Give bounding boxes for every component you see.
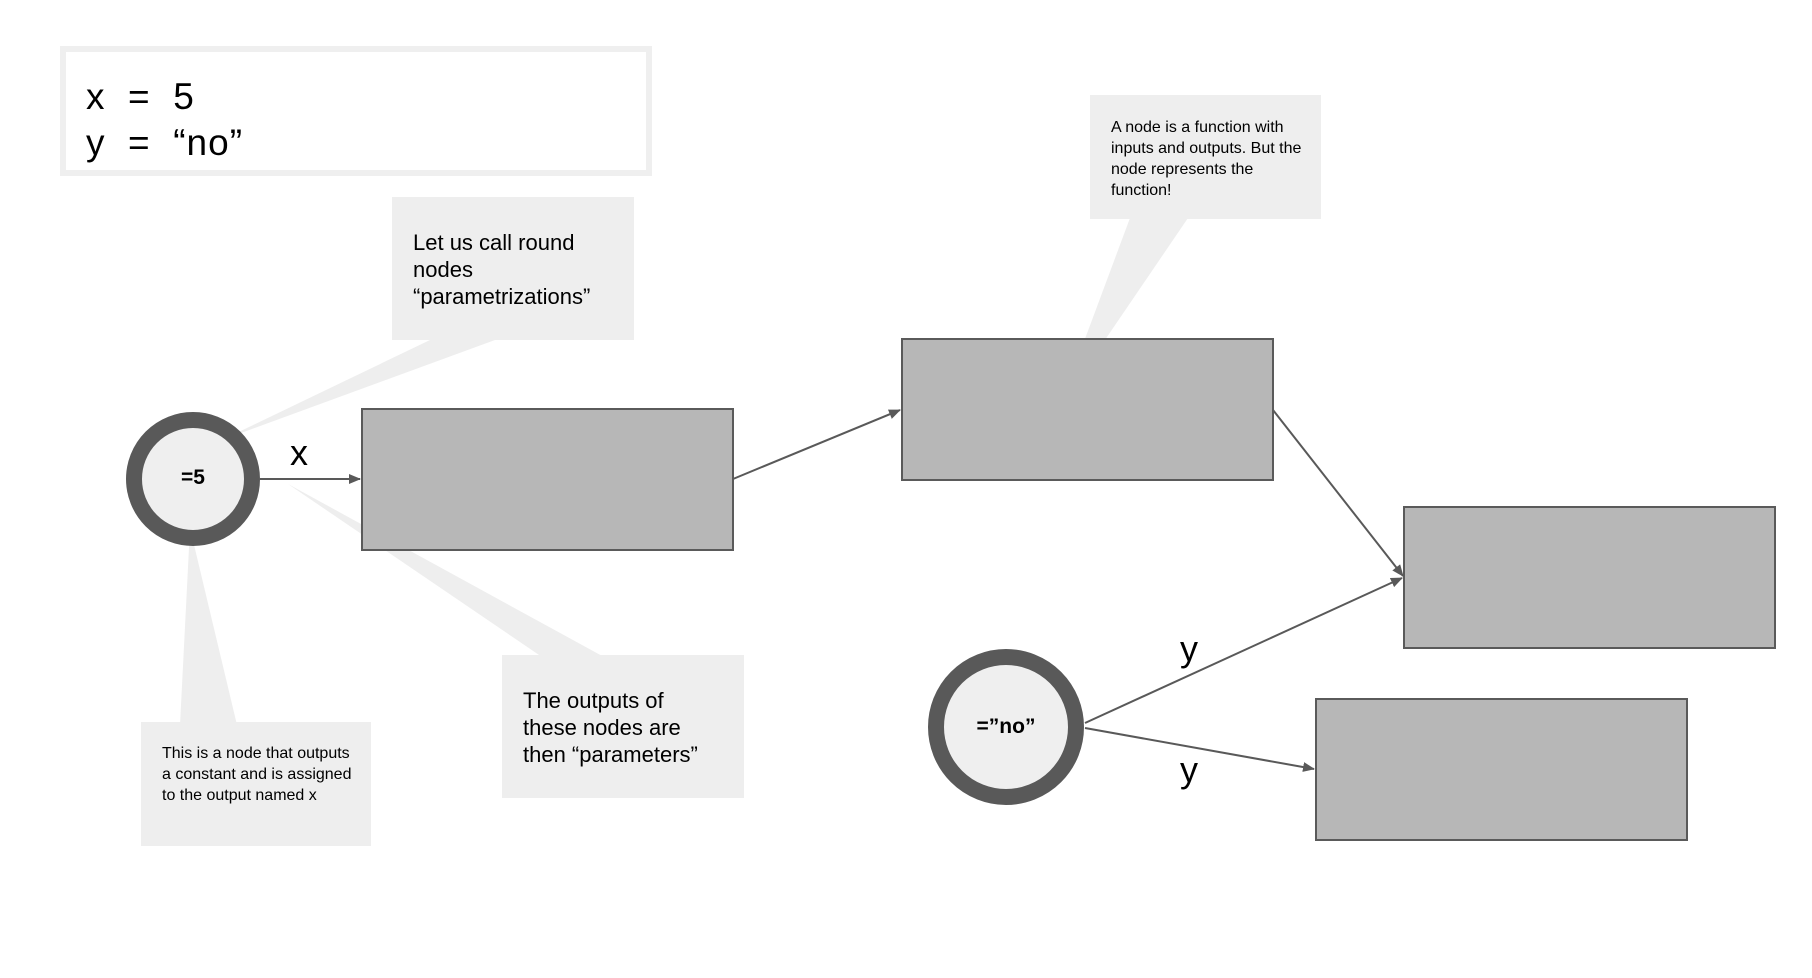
callout-pointer-constant-node [180, 528, 237, 725]
callout-parameters: The outputs of these nodes are then “par… [502, 655, 744, 798]
edge-label-y-2: y [1180, 749, 1198, 790]
callout-parametrizations: Let us call round nodes “parametrization… [392, 197, 634, 340]
edge-label-y-1: y [1180, 628, 1198, 669]
code-line-y: y = “no” [86, 122, 244, 163]
edge-fn2-to-fn3 [1272, 409, 1404, 577]
callout-constant-node-text: This is a node that outputs a constant a… [162, 745, 352, 804]
callout-pointer-parametrizations [222, 340, 495, 440]
code-box: x = 5 y = “no” [60, 46, 652, 176]
parametrization-label-y: =”no” [976, 715, 1036, 738]
function-node-4 [1315, 698, 1688, 841]
edge-y-to-fn4 [1084, 727, 1315, 772]
parametrization-node-y [928, 649, 1084, 805]
code-line-x: x = 5 [86, 76, 195, 117]
callout-function-node: A node is a function with inputs and out… [1090, 95, 1321, 219]
edge-y-to-fn3 [1084, 577, 1403, 724]
parametrization-node-x [126, 412, 260, 546]
callout-parameters-text: The outputs of these nodes are then “par… [523, 688, 698, 767]
edge-label-x: x [290, 432, 308, 473]
callout-function-node-text: A node is a function with inputs and out… [1111, 119, 1302, 199]
function-node-2 [901, 338, 1274, 481]
function-node-1 [361, 408, 734, 551]
callout-parametrizations-text: Let us call round nodes “parametrization… [413, 230, 591, 309]
function-node-3 [1403, 506, 1776, 649]
parametrization-label-x: =5 [181, 466, 205, 489]
callout-constant-node: This is a node that outputs a constant a… [141, 722, 371, 846]
edge-fn1-to-fn2 [732, 409, 901, 480]
